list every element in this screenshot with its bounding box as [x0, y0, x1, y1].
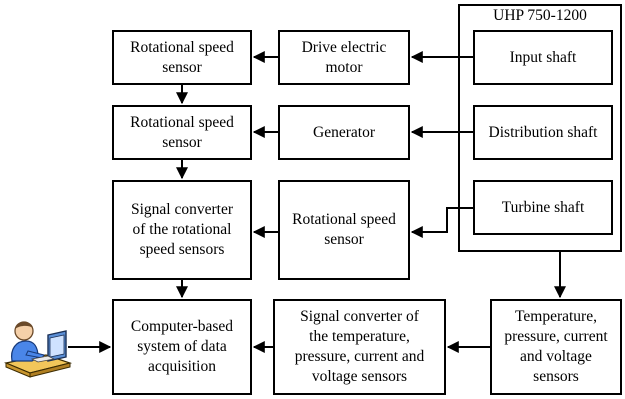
turbine-shaft: Turbine shaft — [473, 180, 613, 235]
signal-converter-temperature-pressure-current-voltage: Signal converter of the temperature, pre… — [273, 299, 446, 395]
arrow-turbine-to-rss3 — [410, 207, 473, 238]
rotational-speed-sensor-1: Rotational speed sensor — [112, 30, 252, 85]
uhp-group-title: UHP 750-1200 — [493, 7, 587, 24]
operator-at-computer-icon — [3, 321, 73, 378]
input-shaft: Input shaft — [473, 30, 613, 85]
rotational-speed-sensor-2: Rotational speed sensor — [112, 105, 252, 160]
generator: Generator — [278, 105, 410, 160]
drive-electric-motor: Drive electric motor — [278, 30, 410, 85]
signal-converter-rotational-speed-sensors: Signal converter of the rotational speed… — [112, 180, 252, 280]
computer-based-data-acquisition-system: Computer-based system of data acquisitio… — [112, 299, 252, 395]
distribution-shaft: Distribution shaft — [473, 105, 613, 160]
temperature-pressure-current-voltage-sensors: Temperature, pressure, current and volta… — [490, 299, 622, 395]
rotational-speed-sensor-3: Rotational speed sensor — [278, 180, 410, 280]
